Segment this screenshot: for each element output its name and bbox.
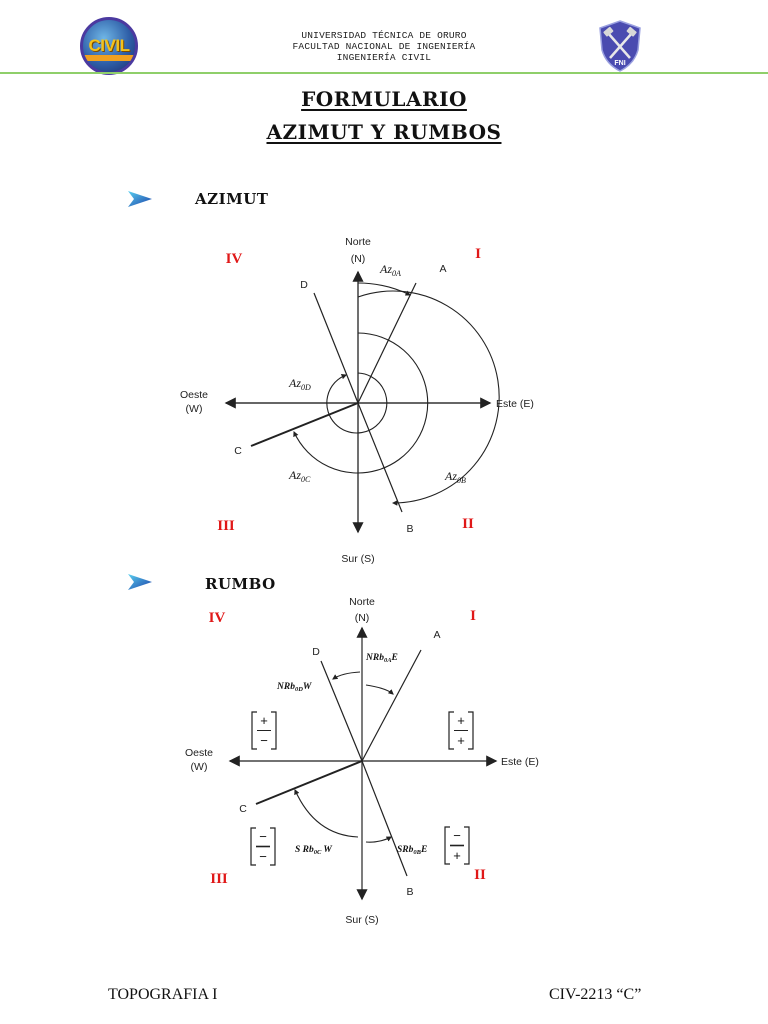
institution-header: UNIVERSIDAD TÉCNICA DE ORURO FACULTAD NA… (200, 30, 568, 63)
west-label: Oeste (185, 747, 213, 759)
header-divider (0, 72, 768, 74)
civil-logo-band (83, 55, 135, 61)
south-label: Sur (S) (345, 914, 378, 926)
quadrant-iii: III (217, 518, 235, 534)
line-b (357, 402, 403, 513)
north-abbr: (N) (355, 612, 370, 624)
sign-matrix-q1: + + (448, 711, 474, 750)
svg-text:−: − (259, 849, 267, 864)
north-abbr: (N) (351, 253, 366, 265)
rumbo-diagram: Norte (N) Sur (S) Este (E) Oeste (W) A B… (185, 596, 539, 926)
university-name: UNIVERSIDAD TÉCNICA DE ORURO (301, 30, 467, 41)
svg-text:+: + (457, 713, 465, 728)
arc-az-0a (357, 282, 411, 296)
quadrant-iv: IV (226, 251, 243, 267)
civil-logo-icon: CIVIL (80, 17, 138, 75)
faculty-name: FACULTAD NACIONAL DE INGENIERÍA (292, 41, 476, 52)
line-a (361, 649, 422, 762)
line-d (313, 292, 359, 404)
quadrant-ii: II (462, 516, 474, 532)
line-d (320, 660, 363, 762)
south-label: Sur (S) (341, 553, 374, 565)
page-subtitle: AZIMUT Y RUMBOS (266, 120, 502, 144)
sign-matrix-q3: − − (250, 827, 276, 866)
fni-logo-text: FNI (614, 60, 625, 67)
quadrant-iv: IV (209, 610, 226, 626)
point-d-label: D (300, 279, 308, 291)
line-c (255, 760, 363, 805)
svg-text:−: − (260, 733, 268, 748)
page-title: FORMULARIO (301, 87, 467, 111)
angle-srb-0b-e: SRb0BE (397, 845, 427, 856)
point-d-label: D (312, 646, 320, 658)
footer-course-code: CIV-2213 “C” (549, 986, 642, 1003)
civil-logo-text: CIVIL (88, 36, 130, 55)
arc-az-0d (326, 372, 388, 434)
north-label: Norte (345, 236, 371, 248)
east-label: Este (E) (496, 398, 534, 410)
arc-rb-0a (365, 684, 394, 695)
section-heading-rumbo: RUMBO (205, 575, 276, 593)
point-c-label: C (234, 445, 242, 457)
quadrant-i: I (470, 608, 476, 624)
arc-rb-0b (365, 836, 392, 843)
svg-text:+: + (260, 713, 268, 728)
point-a-label: A (439, 263, 446, 275)
svg-text:−: − (453, 828, 461, 843)
sign-matrix-q4: + − (251, 711, 277, 750)
north-label: Norte (349, 596, 375, 608)
point-c-label: C (239, 803, 247, 815)
line-c (250, 402, 359, 447)
azimut-diagram: Norte (N) Sur (S) Este (E) Oeste (W) A B… (180, 236, 534, 565)
svg-text:+: + (457, 733, 465, 748)
angle-az-0a: Az0A (379, 262, 401, 278)
arrow-bullet-icon (128, 191, 152, 207)
line-b (361, 760, 408, 877)
arc-rb-0c (294, 788, 359, 838)
angle-az-0b: Az0B (444, 469, 466, 485)
sign-matrix-q2: − + (444, 826, 470, 865)
arc-rb-0d (332, 671, 361, 680)
west-abbr: (W) (191, 761, 208, 773)
arc-az-0c (293, 332, 429, 474)
section-heading-azimut: AZIMUT (195, 190, 269, 208)
angle-nrb-0a-e: NRb0AE (365, 653, 398, 664)
west-label: Oeste (180, 389, 208, 401)
west-abbr: (W) (186, 403, 203, 415)
quadrant-ii: II (474, 867, 486, 883)
point-b-label: B (406, 886, 413, 898)
svg-text:+: + (453, 848, 461, 863)
angle-nrb-0d-w: NRb0DW (276, 682, 312, 693)
point-b-label: B (406, 523, 413, 535)
fni-shield-icon: FNI (599, 20, 641, 72)
svg-text:−: − (259, 829, 267, 844)
arc-az-0b (357, 290, 500, 506)
department-name: INGENIERÍA CIVIL (336, 52, 432, 63)
point-a-label: A (433, 629, 440, 641)
angle-az-0c: Az0C (288, 468, 311, 484)
footer-course-name: TOPOGRAFIA I (108, 986, 218, 1003)
arrow-bullet-icon (128, 574, 152, 590)
angle-az-0d: Az0D (288, 376, 311, 392)
quadrant-i: I (475, 246, 481, 262)
east-label: Este (E) (501, 756, 539, 768)
quadrant-iii: III (210, 871, 228, 887)
line-a (357, 282, 417, 404)
